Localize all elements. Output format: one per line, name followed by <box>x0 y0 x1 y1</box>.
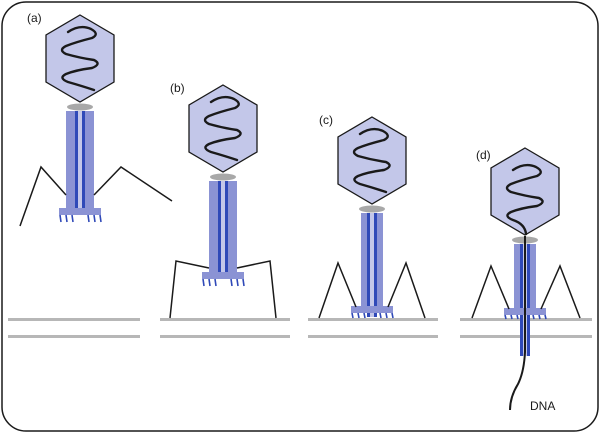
phage-c-tail-fiber-left <box>318 260 357 319</box>
membrane-segment-1 <box>8 318 140 338</box>
phage-d-tail-fiber-left <box>471 263 510 319</box>
phage-b-spikes <box>202 278 245 287</box>
phage-a-collar <box>67 103 93 111</box>
panel-label-c: (c) <box>319 113 333 127</box>
phage-c-dna-coil <box>352 127 391 194</box>
membrane-segment-2 <box>160 318 290 338</box>
phage-c-tail-fiber-right <box>387 260 426 319</box>
panel-label-d: (d) <box>476 148 491 162</box>
phage-b-tail-fiber-right <box>236 260 277 319</box>
phage-c <box>318 116 426 319</box>
phage-d <box>471 147 581 411</box>
phage-c-core-lumen <box>370 213 374 317</box>
phage-b-tail-fiber-left <box>169 260 210 319</box>
phage-d-spikes <box>504 314 547 320</box>
phage-a-baseplate <box>59 208 101 215</box>
membrane-segment-3 <box>308 318 438 338</box>
phage-d-dna-coil <box>505 163 544 236</box>
panel-label-b: (b) <box>170 81 185 95</box>
injected-dna-strand <box>509 236 526 411</box>
phage-b-dna-coil <box>203 95 242 162</box>
phage-b-baseplate <box>202 272 244 279</box>
panel-label-a: (a) <box>27 11 42 25</box>
phage-c-collar <box>359 205 385 213</box>
phage-a-core-lumen <box>78 111 82 209</box>
phage-a-spikes <box>59 214 102 223</box>
phage-a-dna-coil <box>60 25 99 92</box>
phage-c-baseplate <box>351 306 393 313</box>
phage-a-tail-fiber-left <box>19 165 67 227</box>
phage-b-core-lumen <box>221 181 225 273</box>
phage-b-collar <box>210 173 236 181</box>
phage-d-tail-fiber-right <box>540 264 581 319</box>
dna-label: DNA <box>530 399 555 413</box>
phage-b <box>169 84 277 319</box>
phage-c-spikes <box>351 312 394 319</box>
phage-a <box>19 14 173 227</box>
phage-a-tail-fiber-right <box>93 166 173 202</box>
